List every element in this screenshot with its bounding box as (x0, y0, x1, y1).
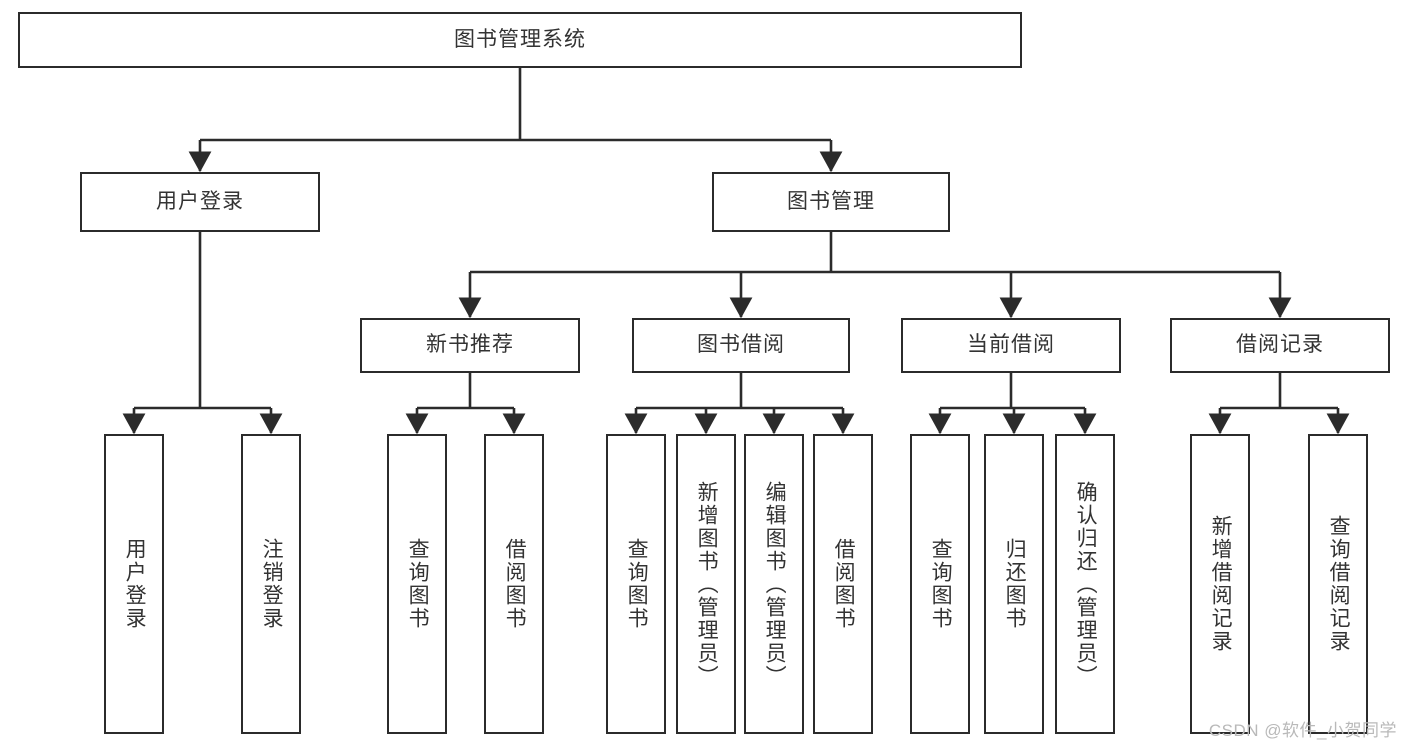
node-label: 新增借阅记录 (1209, 515, 1233, 653)
node-label: 用户登录 (123, 538, 147, 630)
node-label: 归还图书 (1003, 538, 1027, 630)
node-label: 图书借阅 (697, 333, 785, 357)
node-label: 查询图书 (406, 538, 430, 630)
node-label: 借阅记录 (1236, 333, 1324, 357)
node-label: 新增图书（管理员） (695, 480, 719, 688)
node-label: 借阅图书 (832, 538, 856, 630)
node-leaf-add-book[interactable]: 新增图书（管理员） (676, 434, 736, 734)
node-new-book-recommend[interactable]: 新书推荐 (360, 318, 580, 373)
node-leaf-user-login[interactable]: 用户登录 (104, 434, 164, 734)
node-label: 查询图书 (929, 538, 953, 630)
node-book-manage[interactable]: 图书管理 (712, 172, 950, 232)
node-leaf-logout[interactable]: 注销登录 (241, 434, 301, 734)
node-label: 图书管理系统 (454, 27, 586, 51)
node-current-borrow[interactable]: 当前借阅 (901, 318, 1121, 373)
node-user-login[interactable]: 用户登录 (80, 172, 320, 232)
node-leaf-return-book[interactable]: 归还图书 (984, 434, 1044, 734)
node-leaf-query-books-3[interactable]: 查询图书 (910, 434, 970, 734)
node-leaf-borrow-books-1[interactable]: 借阅图书 (484, 434, 544, 734)
node-label: 注销登录 (260, 538, 284, 630)
node-leaf-borrow-books-2[interactable]: 借阅图书 (813, 434, 873, 734)
node-label: 编辑图书（管理员） (763, 480, 787, 688)
node-root[interactable]: 图书管理系统 (18, 12, 1022, 68)
node-label: 查询图书 (625, 538, 649, 630)
node-leaf-query-books-1[interactable]: 查询图书 (387, 434, 447, 734)
node-leaf-edit-book[interactable]: 编辑图书（管理员） (744, 434, 804, 734)
node-book-borrow[interactable]: 图书借阅 (632, 318, 850, 373)
node-label: 用户登录 (156, 189, 244, 213)
node-label: 确认归还（管理员） (1074, 480, 1098, 688)
node-leaf-query-books-2[interactable]: 查询图书 (606, 434, 666, 734)
watermark-text: CSDN @软件_小贺同学 (1208, 721, 1397, 740)
node-leaf-confirm-return[interactable]: 确认归还（管理员） (1055, 434, 1115, 734)
node-leaf-add-record[interactable]: 新增借阅记录 (1190, 434, 1250, 734)
node-label: 借阅图书 (503, 538, 527, 630)
node-borrow-record[interactable]: 借阅记录 (1170, 318, 1390, 373)
node-label: 图书管理 (787, 189, 875, 213)
node-leaf-query-record[interactable]: 查询借阅记录 (1308, 434, 1368, 734)
node-label: 当前借阅 (967, 333, 1055, 357)
node-label: 查询借阅记录 (1327, 515, 1351, 653)
node-label: 新书推荐 (426, 333, 514, 357)
